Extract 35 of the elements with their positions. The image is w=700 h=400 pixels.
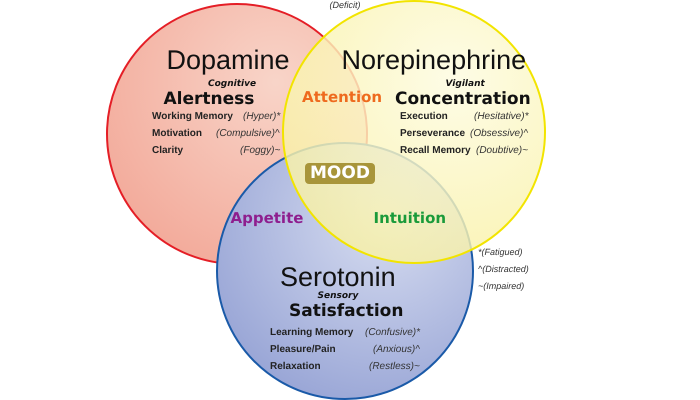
deficit-note: (Confusive)* — [365, 328, 420, 338]
neurotransmitter-name: Norepinephrine — [342, 47, 526, 74]
function-item: Pleasure/Pain — [270, 345, 336, 355]
function-heading: Satisfaction — [289, 303, 404, 320]
deficit-note: (Hyper)* — [243, 112, 280, 122]
category-label: Vigilant — [446, 80, 485, 89]
category-label: Sensory — [318, 292, 358, 301]
legend-note: *(Fatigued) — [478, 248, 523, 257]
deficit-note: (Deficit) — [330, 1, 360, 10]
deficit-note: (Compulsive)^ — [216, 129, 280, 139]
neurotransmitter-name: Dopamine — [166, 47, 290, 74]
function-item: Clarity — [152, 146, 184, 156]
legend-note: ^(Distracted) — [478, 265, 529, 274]
neurotransmitter-name: Serotonin — [280, 264, 396, 291]
deficit-note: (Obsessive)^ — [470, 129, 528, 139]
function-item: Relaxation — [270, 362, 321, 372]
function-item: Learning Memory — [270, 328, 354, 338]
category-label: Cognitive — [208, 80, 256, 89]
function-item: Perseverance — [400, 129, 466, 139]
deficit-note: (Foggy)~ — [240, 146, 280, 156]
function-heading: Alertness — [164, 91, 254, 108]
overlap-label: Intuition — [374, 211, 446, 226]
deficit-note: (Hesitative)* — [474, 112, 528, 122]
overlap-label: Appetite — [230, 211, 304, 226]
function-heading: Concentration — [395, 91, 531, 108]
function-item: Execution — [400, 112, 448, 122]
deficit-note: (Restless)~ — [369, 362, 420, 372]
center-label: MOOD — [305, 163, 375, 184]
function-item: Recall Memory — [400, 146, 471, 156]
overlap-label: Attention — [302, 90, 382, 105]
function-item: Motivation — [152, 129, 202, 139]
function-item: Working Memory — [152, 112, 233, 122]
legend-note: ~(Impaired) — [478, 282, 524, 291]
deficit-note: (Doubtive)~ — [476, 146, 528, 156]
deficit-note: (Anxious)^ — [373, 345, 420, 355]
